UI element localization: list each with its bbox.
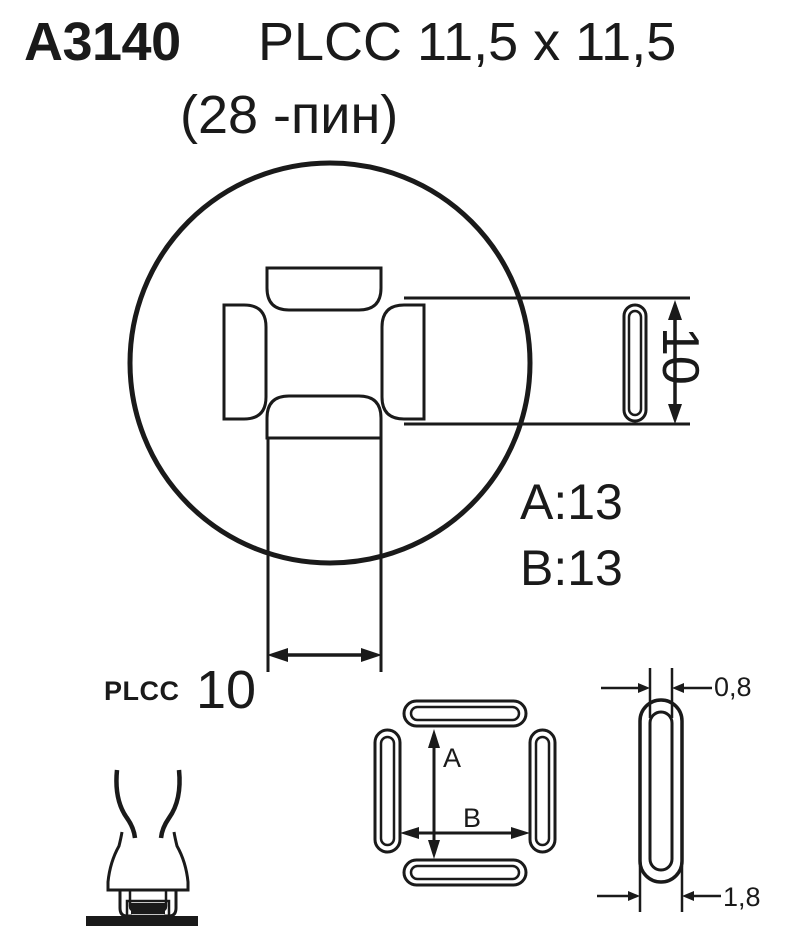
footprint-slot-left-outer [373,728,402,854]
footprint-a-label: A [443,743,462,773]
footprint-b-label: B [463,803,482,833]
footprint-a-arrow-up [428,729,440,748]
detail-slot-inner [648,710,674,872]
width-dimension-label: 10 [196,660,257,720]
sideview-funnel-left [114,769,138,839]
detail-08-arrow-head-right [672,683,684,693]
detail-08-arrow-head-left [638,683,650,693]
footprint-slot-top-outer [402,699,528,728]
height-dimension-label: 10 [651,327,709,385]
page-title-part-number: A3140 [24,12,181,72]
nozzle-opening-left [222,303,268,421]
page-title-pin-count: (28 -пин) [180,85,399,145]
width-arrow-head-left [267,648,288,662]
spec-a-label: A:13 [520,474,623,530]
height-arrow-head-up [668,300,682,320]
sideview-plcc-label: PLCC [104,676,180,706]
page-title-package: PLCC 11,5 x 11,5 [258,12,677,72]
footprint-slot-right-outer [528,728,557,854]
nozzle-opening-top [265,266,383,312]
sideview-funnel-right [158,769,182,839]
footprint-slot-bottom-inner [409,864,521,881]
height-arrow-head-down [668,404,682,424]
footprint-a-arrow-down [428,840,440,859]
detail-inner-width-label: 0,8 [714,672,752,702]
footprint-slot-left-inner [379,735,396,847]
spec-b-label: B:13 [520,540,623,596]
nozzle-opening-right [380,303,426,421]
detail-slot-outer [638,698,684,884]
detail-18-arrow-head-right [682,891,694,901]
footprint-slot-right-inner [534,735,551,847]
footprint-slot-top-inner [409,705,521,722]
footprint-slot-bottom-outer [402,858,528,887]
footprint-b-arrow-left [400,827,419,839]
sideview-pcb-board [86,916,198,926]
detail-18-arrow-head-left [628,891,640,901]
sideview-body [106,831,190,892]
nozzle-opening-bottom [265,394,383,440]
detail-outer-width-label: 1,8 [723,882,761,912]
sideview-chip [131,903,165,914]
nozzle-outer-circle [127,160,533,566]
band-slot-inner [627,309,643,417]
width-arrow-head-right [361,648,382,662]
band-slot-outer [622,303,648,423]
footprint-b-arrow-right [511,827,530,839]
